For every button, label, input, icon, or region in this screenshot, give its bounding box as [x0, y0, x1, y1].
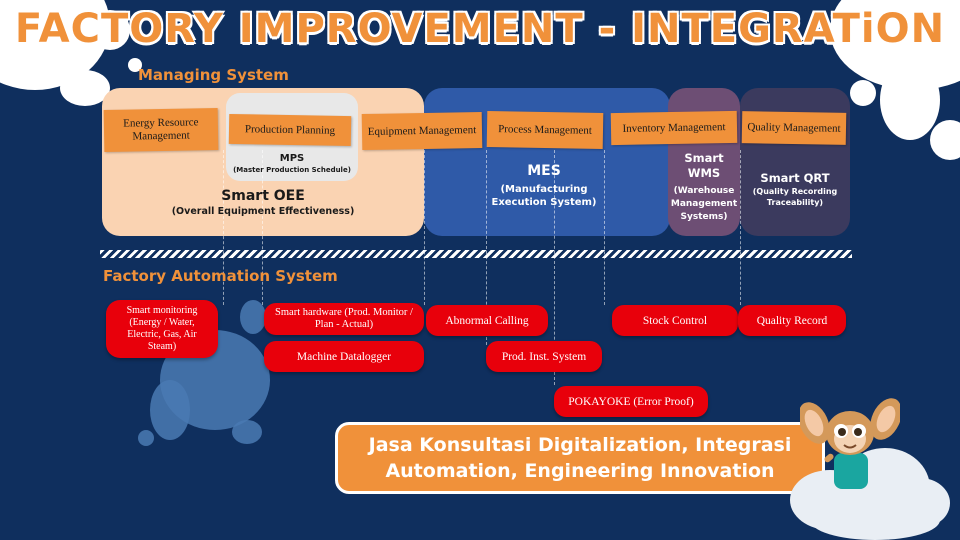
mps-name: MPS	[279, 153, 305, 164]
smart-qrt-subtitle: (Quality Recording Traceability)	[752, 187, 838, 207]
machine-datalogger-pill: Machine Datalogger	[264, 341, 424, 372]
connector-line	[486, 150, 487, 345]
tagline-line-2: Automation, Engineering Innovation	[385, 460, 775, 482]
mes-subtitle: (Manufacturing Execution System)	[491, 184, 597, 208]
smart-qrt-panel	[740, 88, 850, 236]
module-equipment: Equipment Management	[361, 111, 483, 151]
mps-subtitle: (Master Production Schedule)	[233, 166, 351, 174]
smart-oee-subtitle: (Overall Equipment Effectiveness)	[171, 206, 355, 217]
automation-system-label: Factory Automation System	[103, 267, 338, 285]
page-title: FACTORY IMPROVEMENT - INTEGRATiON	[14, 6, 946, 52]
section-separator	[100, 250, 852, 258]
quality-record-pill: Quality Record	[738, 305, 846, 336]
managing-system-label: Managing System	[138, 66, 289, 84]
connector-line	[262, 150, 263, 305]
smart-hardware-pill: Smart hardware (Prod. Monitor / Plan - A…	[264, 303, 424, 335]
connector-line	[223, 150, 224, 305]
stock-control-pill: Stock Control	[612, 305, 738, 336]
module-quality: Quality Management	[741, 111, 847, 145]
tagline-banner: Jasa Konsultasi Digitalization, Integras…	[335, 422, 825, 494]
abnormal-calling-pill: Abnormal Calling	[426, 305, 548, 336]
connector-line	[604, 150, 605, 305]
mascot-icon	[800, 398, 900, 489]
smart-wms-name: Smart WMS	[684, 151, 724, 180]
module-production-planning: Production Planning	[228, 113, 352, 147]
prod-inst-system-pill: Prod. Inst. System	[486, 341, 602, 372]
connector-line	[424, 150, 425, 305]
mes-name: MES	[527, 163, 561, 179]
module-energy-resource: Energy Resource Management	[103, 108, 219, 152]
smart-qrt-name: Smart QRT	[760, 171, 830, 185]
connector-line	[740, 150, 741, 305]
module-process: Process Management	[486, 110, 604, 150]
module-inventory: Inventory Management	[610, 110, 738, 146]
tagline-line-1: Jasa Konsultasi Digitalization, Integras…	[368, 434, 792, 456]
smart-oee-name: Smart OEE	[221, 188, 305, 204]
pokayoke-pill: POKAYOKE (Error Proof)	[554, 386, 708, 417]
mes-panel	[424, 88, 670, 236]
smart-monitoring-pill: Smart monitoring (Energy / Water, Electr…	[106, 300, 218, 358]
smart-wms-subtitle: (Warehouse Management Systems)	[670, 186, 738, 222]
connector-line	[554, 150, 555, 385]
